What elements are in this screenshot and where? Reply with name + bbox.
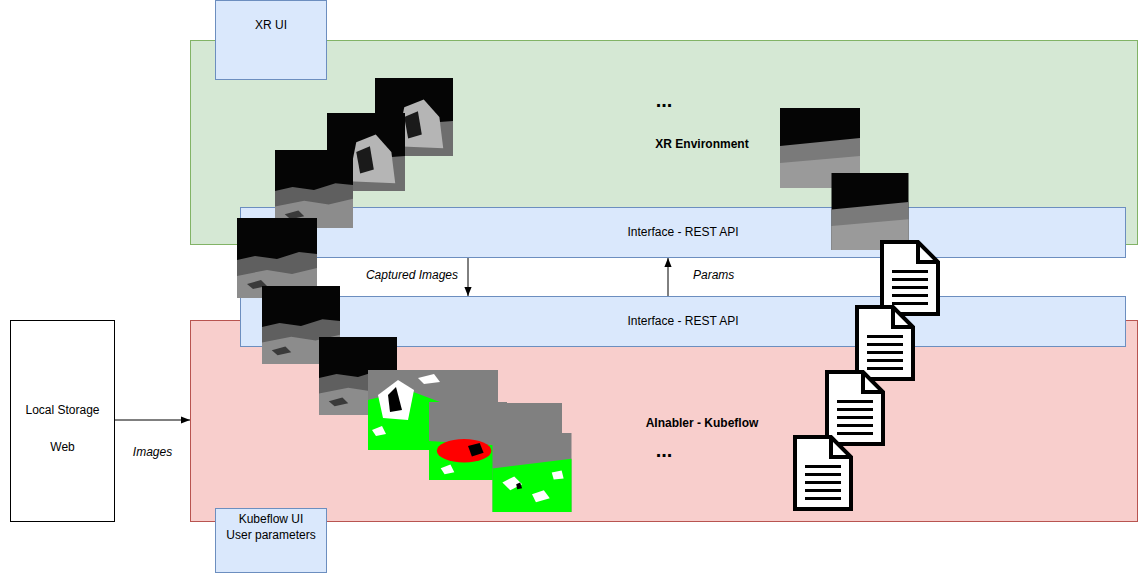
edge-label: Captured Images — [366, 267, 458, 283]
mask-image — [502, 403, 562, 463]
parameter-document — [795, 437, 851, 509]
ui-box: XR UI — [215, 0, 327, 80]
box-label: Kubeflow UI User parameters — [225, 511, 317, 543]
captured-image — [319, 337, 397, 415]
flow-arrow — [668, 258, 669, 296]
band-title: XR Environment — [655, 136, 748, 152]
segmentation-image — [493, 433, 572, 512]
box-label: Web — [50, 439, 74, 455]
box-label: Interface - REST API — [627, 224, 738, 240]
ui-box: Kubeflow UI User parameters — [215, 508, 327, 573]
edge-label: Images — [133, 444, 172, 460]
segmentation-image — [429, 402, 507, 480]
flow-arrow — [115, 420, 190, 421]
box-label: Interface - REST API — [627, 313, 738, 329]
ellipsis-mark: ... — [656, 89, 673, 111]
captured-image — [375, 78, 453, 156]
box-label: Local Storage — [25, 402, 99, 418]
rendered-image — [832, 173, 909, 250]
label-holder: ... — [656, 439, 673, 461]
parameter-document — [827, 372, 883, 444]
interface-box: Interface - REST API — [240, 207, 1126, 258]
parameter-document — [857, 307, 913, 379]
captured-image — [262, 286, 340, 364]
captured-image — [237, 218, 317, 298]
ellipsis-mark: ... — [656, 439, 673, 461]
box-label: XR UI — [255, 17, 287, 33]
edge-label-holder: Params — [693, 267, 734, 283]
captured-image — [327, 113, 405, 191]
edge-label-holder: Captured Images — [366, 267, 458, 283]
rendered-image — [780, 108, 860, 188]
edge-label-holder: Images — [133, 444, 172, 460]
pipeline-band: AInabler - Kubeflow — [190, 320, 1138, 522]
mask-image — [438, 370, 498, 430]
edge-label: Params — [693, 267, 734, 283]
storage-box: Local StorageWeb — [10, 320, 115, 522]
interface-box: Interface - REST API — [240, 296, 1126, 347]
segmentation-image — [368, 370, 448, 450]
captured-image — [275, 150, 353, 228]
label-holder: ... — [656, 89, 673, 111]
parameter-document — [882, 242, 938, 314]
band-title: AInabler - Kubeflow — [646, 415, 759, 431]
flow-arrow — [468, 258, 469, 296]
